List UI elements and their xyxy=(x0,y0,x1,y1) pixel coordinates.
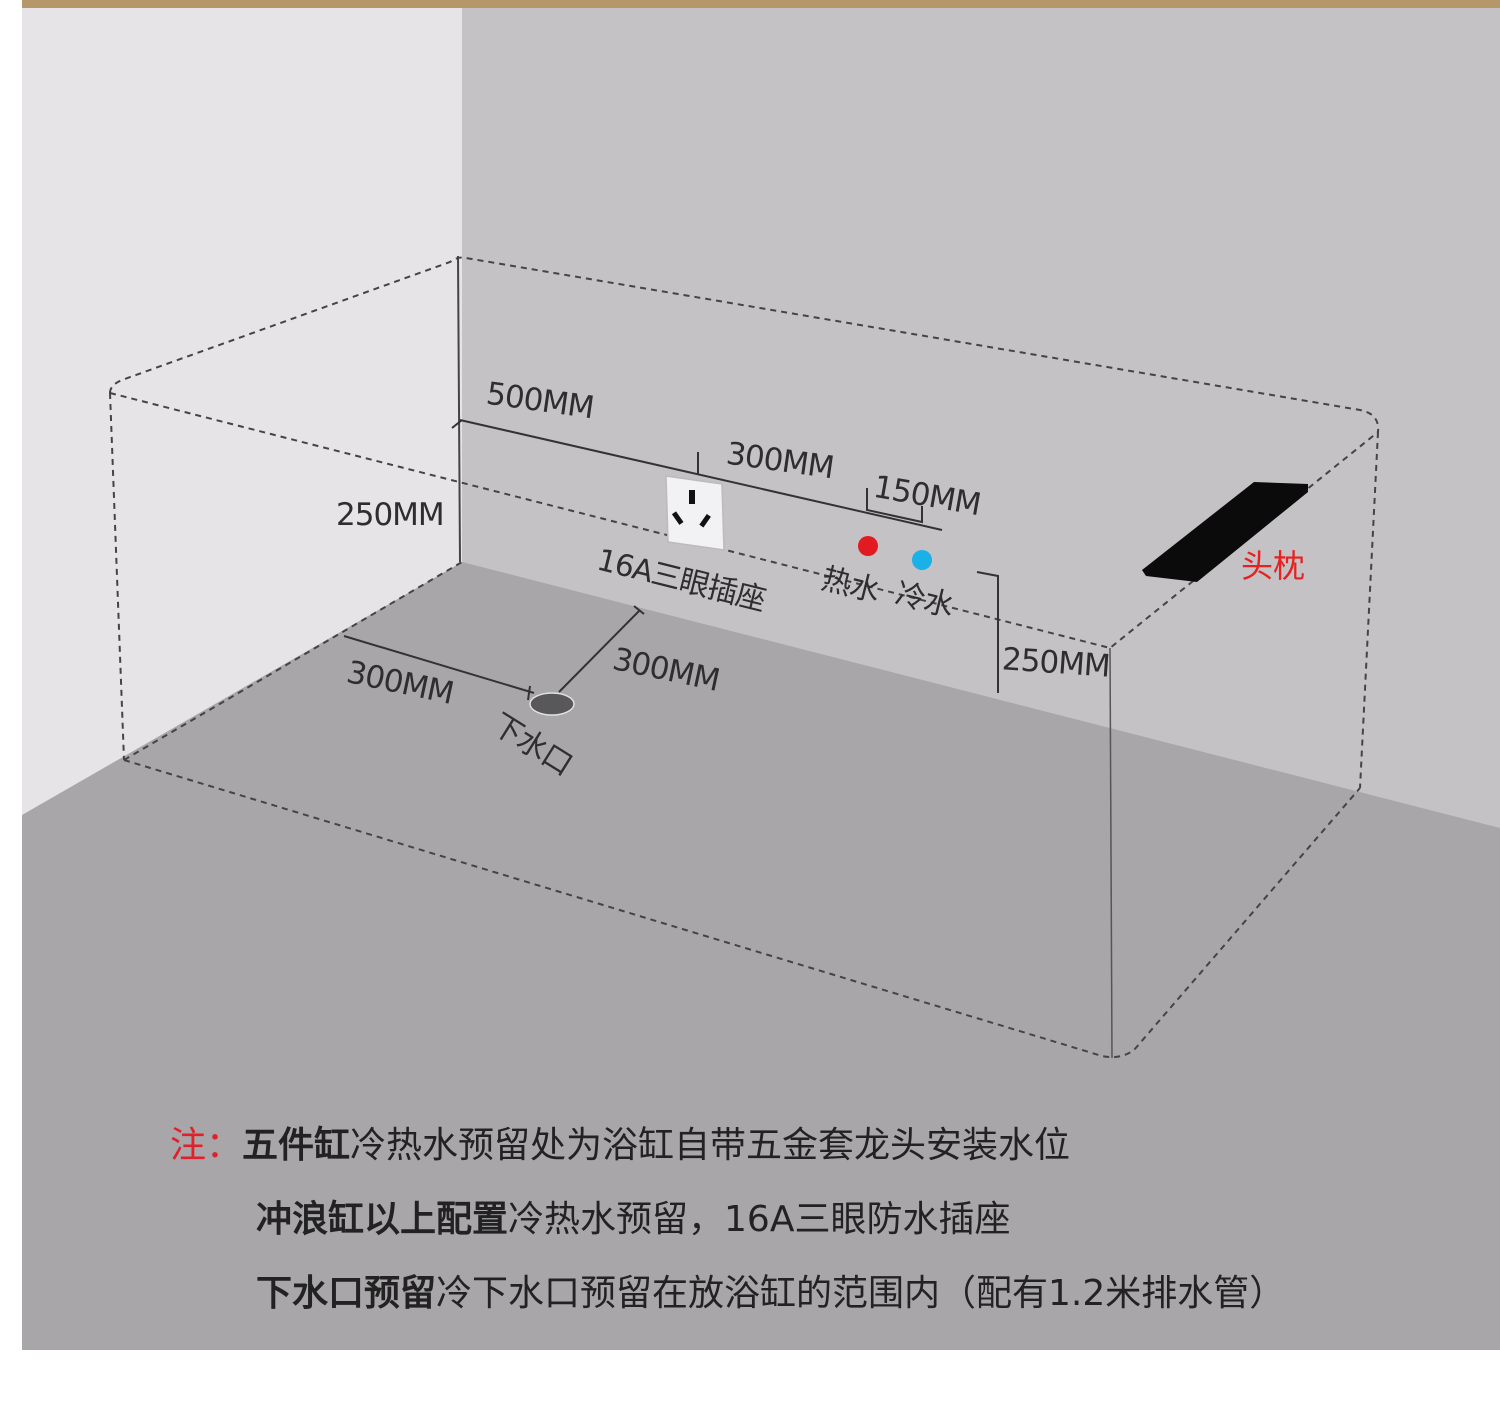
dim-bracket-pipes xyxy=(866,488,923,524)
hot-water-dot xyxy=(858,536,878,556)
note-3-text: 冷下水口预留在放浴缸的范围内（配有1.2米排水管） xyxy=(436,1273,1286,1314)
dim-tick-left xyxy=(451,419,463,429)
dim-bracket-pipe-height xyxy=(976,571,999,693)
note-line-1: 注：五件缸冷热水预留处为浴缸自带五金套龙头安装水位 xyxy=(170,1116,1070,1168)
tub-right-back-post xyxy=(1359,431,1379,789)
note-1-bold: 五件缸 xyxy=(242,1125,351,1166)
dim-tick-drain xyxy=(527,685,531,701)
socket-pin-top xyxy=(689,490,695,504)
note-2-text: 冷热水预留，16A三眼防水插座 xyxy=(508,1199,1011,1240)
dim-line-top xyxy=(459,419,943,531)
note-3-bold: 下水口预留 xyxy=(256,1273,437,1314)
note-prefix: 注： xyxy=(170,1125,243,1166)
left-wall xyxy=(22,0,462,815)
drain-hole xyxy=(529,692,575,716)
scene-drawing xyxy=(22,0,1500,1350)
dim-line-drain-wall xyxy=(558,609,641,693)
cold-water-dot xyxy=(912,550,932,570)
socket-panel xyxy=(665,475,725,551)
note-2-bold: 冲浪缸以上配置 xyxy=(256,1199,509,1240)
socket-pin-right xyxy=(699,513,711,528)
wall-corner-line xyxy=(457,255,461,563)
tub-bottom-edge xyxy=(123,759,1361,1059)
socket-pin-left xyxy=(671,511,684,525)
headrest-label: 头枕 xyxy=(1241,547,1306,585)
note-line-3: 下水口预留冷下水口预留在放浴缸的范围内（配有1.2米排水管） xyxy=(256,1264,1285,1316)
note-line-2: 冲浪缸以上配置冷热水预留，16A三眼防水插座 xyxy=(256,1190,1010,1242)
dimension-lines xyxy=(343,419,999,701)
headrest-shape xyxy=(1142,482,1308,582)
back-wall xyxy=(462,0,1500,828)
tub-top-front-edge xyxy=(109,392,1379,650)
note-1-text: 冷热水预留处为浴缸自带五金套龙头安装水位 xyxy=(350,1125,1071,1166)
dim-tick-wall xyxy=(633,605,645,615)
dim-label-socket-height: 250MM xyxy=(336,497,445,533)
dim-label-pipe-height: 250MM xyxy=(1000,641,1111,685)
installation-diagram: 500MM 300MM 150MM 250MM 250MM 300MM 300M… xyxy=(22,0,1500,1350)
frame-top-border xyxy=(22,0,1500,8)
dim-line-drain-side xyxy=(343,635,535,694)
tub-front-corner-line xyxy=(1109,647,1113,1059)
